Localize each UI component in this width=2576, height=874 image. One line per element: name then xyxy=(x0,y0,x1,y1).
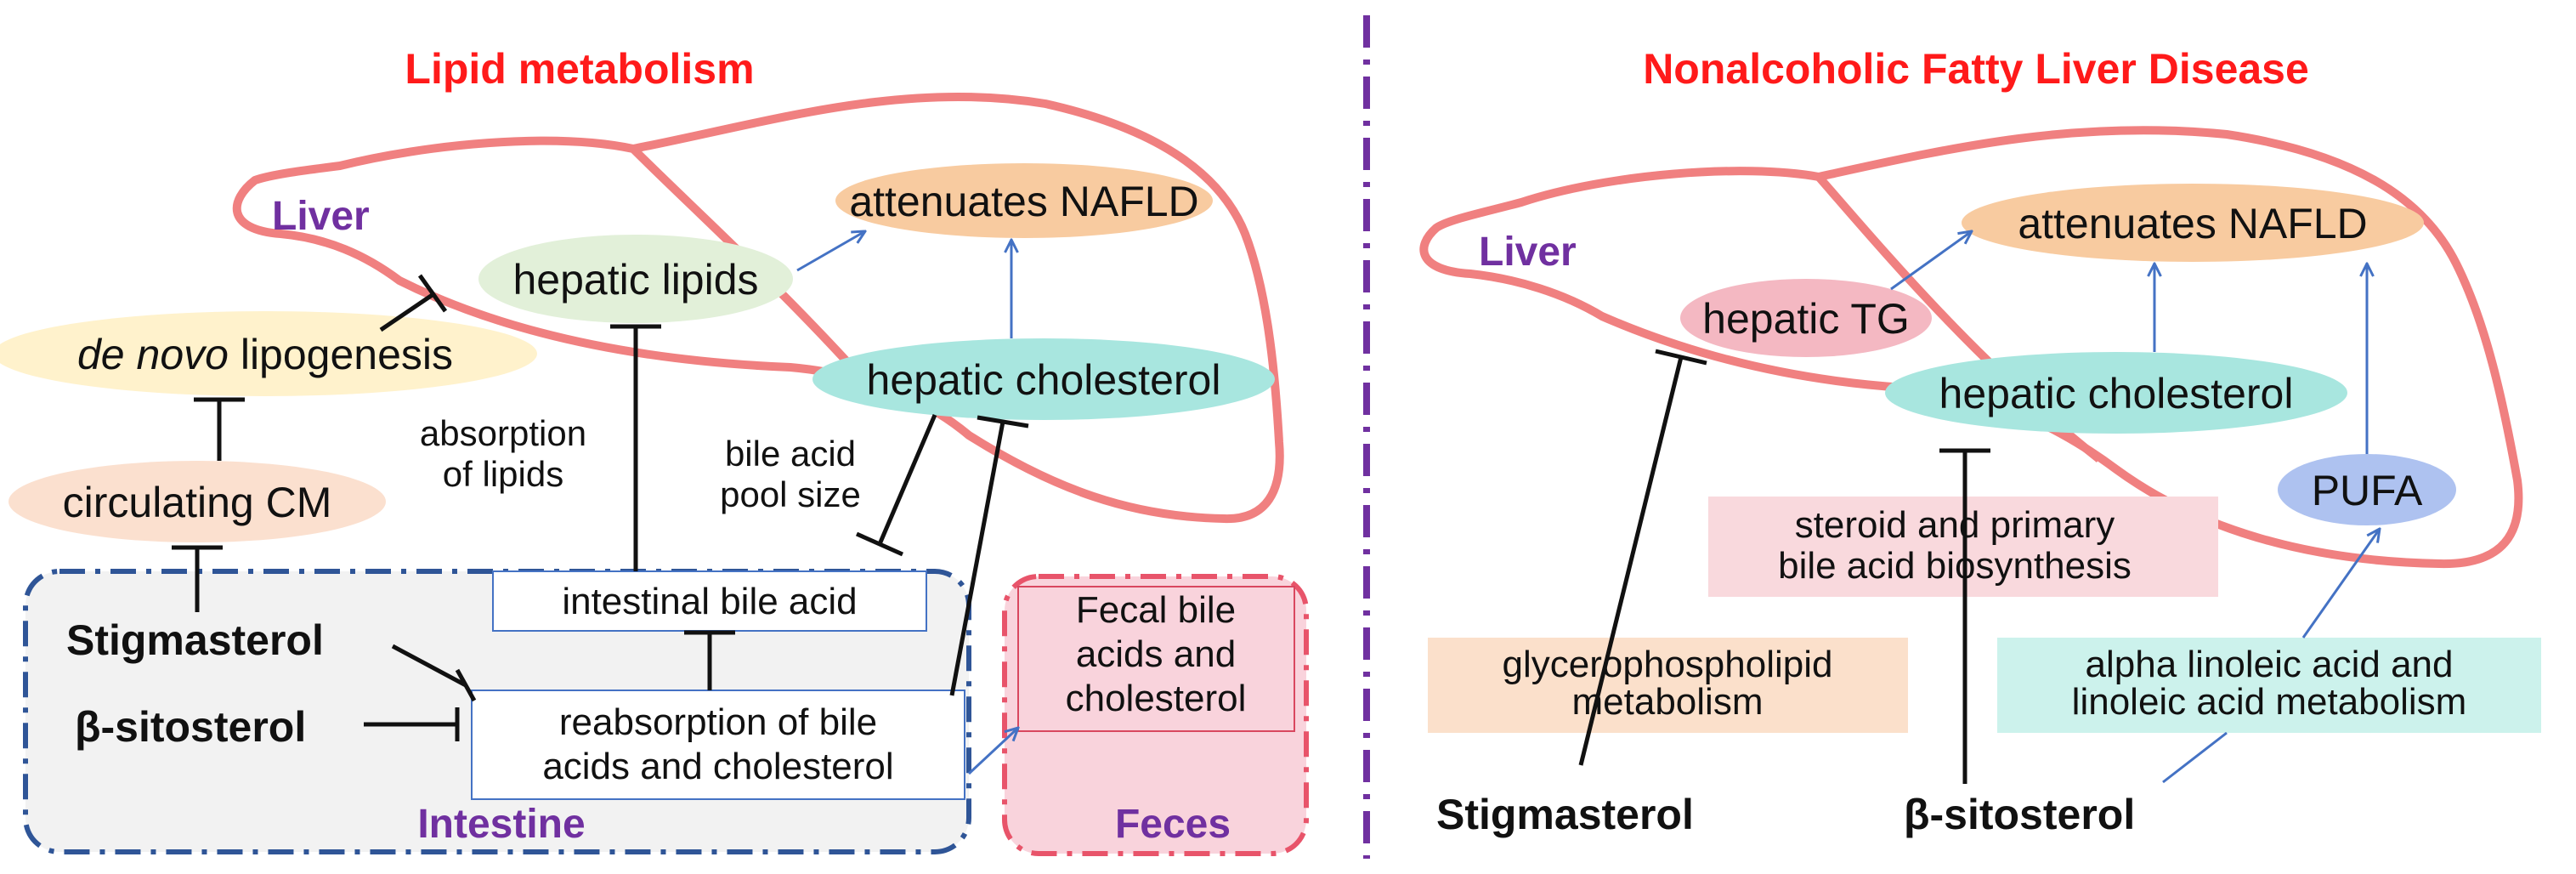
hepatic-lipids-node xyxy=(478,235,793,323)
left-sitosterol-label: β-sitosterol xyxy=(75,703,306,751)
fecal-label-line1: Fecal bile xyxy=(1076,589,1236,631)
left-hepatic-cholesterol-label: hepatic cholesterol xyxy=(867,356,1221,404)
circulating-cm-node xyxy=(8,461,386,542)
de-novo-node xyxy=(0,311,537,396)
right-nafld-node xyxy=(1962,184,2424,262)
glycero-label-line1: glycerophospholipid xyxy=(1503,644,1833,685)
absorption-label-line2: of lipids xyxy=(443,454,563,494)
circulating-cm-label: circulating CM xyxy=(63,479,332,526)
right-inhibition-lines xyxy=(1578,349,1990,784)
arrow-tg-to-nafld xyxy=(1890,231,1972,291)
right-panel-title: Nonalcoholic Fatty Liver Disease xyxy=(1643,45,2309,93)
alpha-linoleic-pathway-box xyxy=(1997,638,2541,733)
left-panel: Lipid metabolism Liver attenuates NAFLD … xyxy=(0,45,1309,856)
hepatic-lipids-label: hepatic lipids xyxy=(512,256,758,304)
alpha-label-line2: linoleic acid metabolism xyxy=(2072,681,2467,723)
arrow-alpha-to-pufa xyxy=(2162,731,2228,784)
absorption-label-line1: absorption xyxy=(420,413,586,453)
bile-pool-label-line2: pool size xyxy=(720,474,861,514)
alpha-label-line1: alpha linoleic acid and xyxy=(2086,644,2454,685)
fecal-label-line2: acids and xyxy=(1076,633,1236,675)
intestinal-bile-acid-box xyxy=(492,570,927,632)
steroid-label-line2: bile acid biosynthesis xyxy=(1778,545,2132,587)
hepatic-tg-label: hepatic TG xyxy=(1702,295,1910,343)
fecal-bile-box xyxy=(1017,586,1295,732)
pufa-node xyxy=(2278,454,2456,525)
pufa-label: PUFA xyxy=(2312,467,2423,514)
reabsorption-label-line2: acids and cholesterol xyxy=(542,746,893,787)
left-liver-label: Liver xyxy=(272,194,370,239)
intestinal-bile-acid-label: intestinal bile acid xyxy=(562,581,857,622)
left-hepatic-cholesterol-node xyxy=(812,338,1275,420)
right-liver-label: Liver xyxy=(1479,230,1577,275)
de-novo-label: de novo lipogenesis xyxy=(77,331,453,378)
left-inhibition-lines xyxy=(172,274,1029,741)
reabsorption-box xyxy=(471,690,965,800)
arrow-reabsorption-to-feces xyxy=(967,728,1018,775)
right-sitosterol-label: β-sitosterol xyxy=(1904,791,2135,838)
fecal-label-line3: cholesterol xyxy=(1066,678,1247,719)
left-stigmasterol-label: Stigmasterol xyxy=(66,616,324,664)
hepatic-tg-node xyxy=(1680,279,1932,357)
left-panel-title: Lipid metabolism xyxy=(405,45,754,93)
bile-pool-label-line1: bile acid xyxy=(725,434,856,474)
left-nafld-node xyxy=(835,163,1213,238)
right-hepatic-cholesterol-label: hepatic cholesterol xyxy=(1939,370,2294,417)
right-stigmasterol-label: Stigmasterol xyxy=(1436,791,1694,838)
arrow-lipids-to-nafld xyxy=(796,231,865,272)
glycero-label-line2: metabolism xyxy=(1572,681,1764,723)
arrow-alpha-box-to-pufa xyxy=(2301,529,2380,638)
intestine-label: Intestine xyxy=(417,802,585,847)
right-nafld-label: attenuates NAFLD xyxy=(2018,200,2367,247)
feces-label: Feces xyxy=(1115,802,1231,847)
feces-box xyxy=(1002,574,1309,856)
left-nafld-label: attenuates NAFLD xyxy=(849,178,1198,225)
right-panel: Nonalcoholic Fatty Liver Disease Liver a… xyxy=(1419,45,2541,838)
steroid-label-line1: steroid and primary xyxy=(1795,504,2115,546)
right-hepatic-cholesterol-node xyxy=(1885,352,2347,434)
reabsorption-label-line1: reabsorption of bile xyxy=(559,701,877,743)
glycero-pathway-box xyxy=(1428,638,1908,733)
